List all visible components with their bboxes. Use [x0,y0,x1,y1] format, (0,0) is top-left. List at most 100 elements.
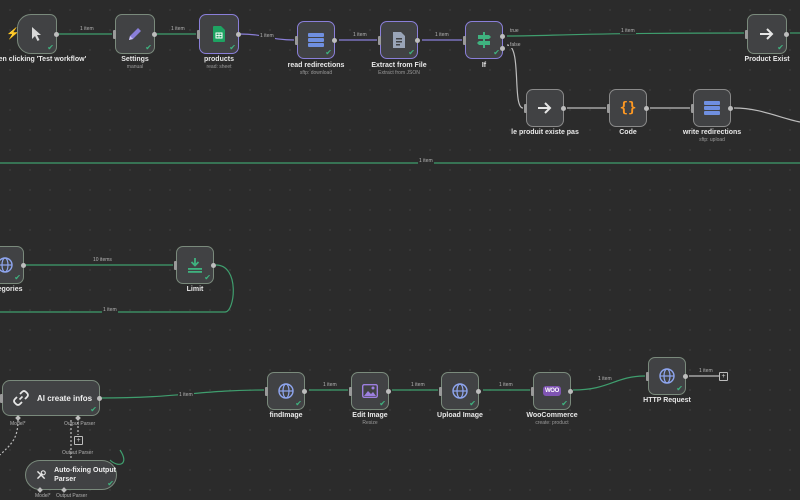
success-check-icon: ✔ [676,384,683,393]
output-handle[interactable] [302,388,307,394]
edge-label-true-items: 1 item [620,28,636,34]
node-label: read redirections [287,62,345,69]
output-handle[interactable] [683,373,688,379]
port-label-output-parser: Output Parser [56,493,88,499]
node-code[interactable]: {} [607,89,649,127]
output-handle[interactable] [211,262,216,268]
output-handle[interactable] [152,31,157,37]
output-handle[interactable] [54,31,59,37]
wire-autofix-loop [109,449,125,465]
input-handle[interactable] [197,29,200,39]
edge-label-false: false [509,42,522,48]
output-handle[interactable] [784,31,789,37]
input-handle[interactable] [607,103,610,113]
node-label: Upload Image [437,412,483,419]
signpost-icon [477,32,491,48]
image-icon [362,384,378,398]
output-handle[interactable] [561,105,566,111]
node-woocommerce[interactable]: WOO ✔ [531,372,573,410]
node-label: le produit existe pas [511,129,579,136]
edge-label-3: 1 item [259,33,275,39]
node-label: Edit Image [352,412,388,419]
wire-write-out [733,107,800,123]
edge-label-find: 1 item [322,382,338,388]
input-handle[interactable] [174,260,177,270]
globe-icon [452,383,468,399]
success-check-icon: ✔ [379,399,386,408]
output-handle[interactable] [568,388,573,394]
node-categories[interactable]: ✔ [0,246,26,284]
node-write-redirections[interactable] [691,89,733,127]
node-label: write redirections [682,129,742,136]
output-handle[interactable] [97,395,102,401]
arrow-right-icon [760,28,774,40]
node-label: Limit [186,286,204,293]
node-http-request[interactable]: ✔ [646,357,688,395]
node-products[interactable]: ✔ [197,14,241,54]
output-handle[interactable] [728,105,733,111]
success-check-icon: ✔ [408,48,415,57]
port-label-output-parser: Output Parser [64,421,96,427]
node-ai-create-infos[interactable]: AI create infos ✔ [0,380,102,416]
node-limit[interactable]: ✔ [174,246,216,284]
node-read-redirections[interactable]: ✔ [295,21,337,59]
output-handle[interactable] [21,262,26,268]
output-handle[interactable] [415,37,420,43]
success-check-icon: ✔ [295,399,302,408]
node-auto-fixing-output-parser[interactable]: Auto-fixing Output Parser ✔ [25,460,117,490]
input-handle[interactable] [463,35,466,45]
input-handle[interactable] [531,386,534,396]
output-handle[interactable] [386,388,391,394]
node-label: Extract from File [371,62,427,69]
false-output-handle[interactable] [500,45,505,51]
edge-label-big: 1 item [418,158,434,164]
success-check-icon: ✔ [777,43,784,52]
input-handle[interactable] [113,29,116,39]
node-settings[interactable]: ✔ [113,14,157,54]
output-handle[interactable] [332,37,337,43]
globe-icon [659,368,675,384]
node-manual-trigger[interactable]: ✔ [17,14,59,54]
output-handle[interactable] [476,388,481,394]
file-extract-icon [393,32,405,48]
node-upload-image[interactable]: ✔ [439,372,481,410]
code-braces-icon: {} [619,100,637,116]
node-if[interactable]: ✔ [463,21,505,59]
arrow-right-icon [538,102,552,114]
input-handle[interactable] [265,386,268,396]
success-check-icon: ✔ [561,399,568,408]
server-icon [308,33,324,47]
edge-label-4: 1 item [352,32,368,38]
output-handle[interactable] [236,31,241,37]
woocommerce-icon: WOO [542,386,562,396]
input-handle[interactable] [524,103,527,113]
node-label: products [204,56,234,63]
add-output-parser-button[interactable]: + [74,436,83,445]
globe-icon [278,383,294,399]
node-extract-from-file[interactable]: ✔ [378,21,420,59]
globe-icon [0,257,13,273]
node-le-produit-existe-pas[interactable] [524,89,566,127]
edge-label-loop: 1 item [102,307,118,313]
output-handle[interactable] [644,105,649,111]
input-handle[interactable] [349,386,352,396]
true-output-handle[interactable] [500,33,505,39]
node-edit-image[interactable]: ✔ [349,372,391,410]
node-label: Code [619,129,637,136]
limit-icon [188,258,202,273]
success-check-icon: ✔ [47,43,54,52]
input-handle[interactable] [646,371,649,381]
input-handle[interactable] [295,35,298,45]
input-handle[interactable] [745,29,748,39]
node-product-exist[interactable]: ✔ [745,14,789,54]
input-handle[interactable] [0,393,3,403]
add-node-button[interactable]: + [719,372,728,381]
cursor-icon [32,27,41,41]
node-find-image[interactable]: ✔ [265,372,307,410]
input-handle[interactable] [439,386,442,396]
success-check-icon: ✔ [469,399,476,408]
input-handle[interactable] [691,103,694,113]
wire-if-true [506,32,745,37]
input-handle[interactable] [378,35,381,45]
